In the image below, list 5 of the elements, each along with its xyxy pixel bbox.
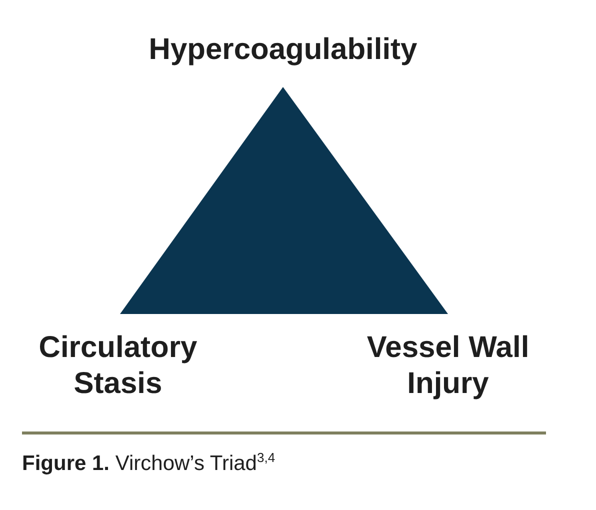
triangle-shape <box>120 87 448 314</box>
vertex-label: Circulatory Stasis <box>38 330 198 402</box>
vertex-label: Hypercoagulability <box>148 32 418 68</box>
vertex-label: Vessel Wall Injury <box>366 330 530 402</box>
figure-caption: Figure 1. Virchow’s Triad$^{3,4}$ <box>22 450 276 476</box>
